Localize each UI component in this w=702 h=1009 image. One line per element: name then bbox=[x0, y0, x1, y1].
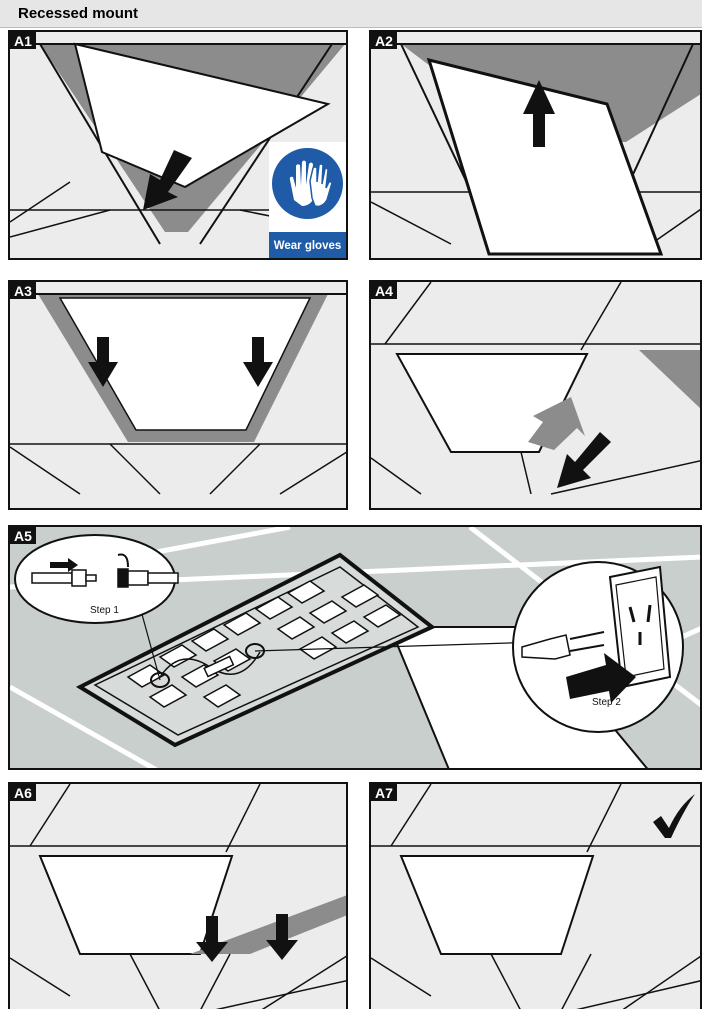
step-1-caption: Step 1 bbox=[90, 605, 119, 616]
panel-label-a5: A5 bbox=[10, 527, 36, 544]
ceiling-illustration-a6 bbox=[10, 784, 348, 1009]
gloves-icon bbox=[272, 148, 343, 219]
ceiling-illustration-a3 bbox=[10, 282, 348, 510]
step-panel-a1: A1 Wear gloves bbox=[8, 30, 348, 260]
panel-label-a6: A6 bbox=[10, 784, 36, 801]
step-2-caption: Step 2 bbox=[592, 697, 621, 708]
ceiling-illustration-a5 bbox=[10, 527, 702, 770]
panel-label-a1: A1 bbox=[10, 32, 36, 49]
step-panel-a6: A6 bbox=[8, 782, 348, 1009]
panel-label-a3: A3 bbox=[10, 282, 36, 299]
step-panel-a5: A5 bbox=[8, 525, 702, 770]
wear-gloves-sign: Wear gloves bbox=[269, 142, 346, 260]
section-header: Recessed mount bbox=[0, 0, 702, 28]
section-title: Recessed mount bbox=[18, 5, 138, 22]
panel-label-a4: A4 bbox=[371, 282, 397, 299]
panel-label-a2: A2 bbox=[371, 32, 397, 49]
panel-label-a7: A7 bbox=[371, 784, 397, 801]
ceiling-illustration-a2 bbox=[371, 32, 702, 260]
step-panel-a7: A7 bbox=[369, 782, 702, 1009]
checkmark-icon bbox=[649, 792, 699, 840]
wear-gloves-label: Wear gloves bbox=[269, 232, 346, 260]
step-panel-a2: A2 bbox=[369, 30, 702, 260]
step-panel-a4: A4 bbox=[369, 280, 702, 510]
ceiling-illustration-a4 bbox=[371, 282, 702, 510]
step-panel-a3: A3 bbox=[8, 280, 348, 510]
